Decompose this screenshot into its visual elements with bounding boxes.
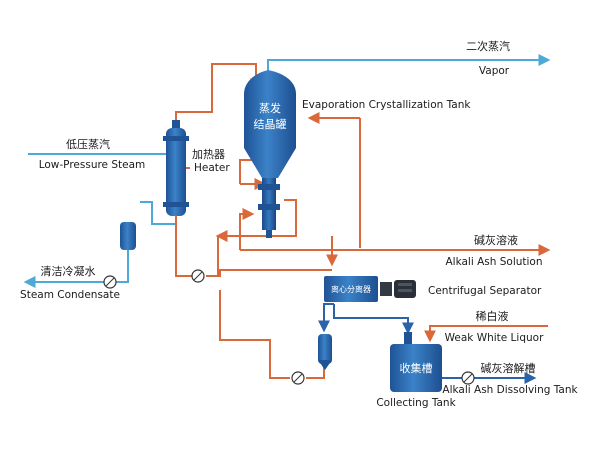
condensate-label-cn: 清洁冷凝水 — [41, 264, 96, 278]
dissolve-label-en: Alkali Ash Dissolving Tank — [442, 384, 578, 396]
tank-label-cn-1: 蒸发 — [259, 101, 281, 115]
collect-label-cn: 收集槽 — [400, 361, 433, 375]
evaporation-tank: 蒸发 结晶罐 — [244, 70, 296, 238]
condensate-label-en: Steam Condensate — [20, 289, 120, 301]
vapor-label-en: Vapor — [479, 65, 510, 77]
pump-dissolving — [461, 371, 475, 385]
dissolve-label-cn: 碱灰溶解槽 — [481, 361, 536, 375]
lp-steam-label-cn: 低压蒸汽 — [66, 137, 110, 151]
white-liquor-label-cn: 稀白液 — [476, 309, 509, 323]
steam-trap — [120, 222, 136, 250]
tank-label-cn-2: 结晶罐 — [254, 118, 287, 131]
heater-label-cn: 加热器 — [192, 148, 225, 161]
vapor-label-cn: 二次蒸汽 — [466, 39, 510, 53]
heater-label-en: Heater — [194, 162, 230, 174]
white-liquor-label-en: Weak White Liquor — [445, 332, 544, 344]
lp-steam-label-en: Low-Pressure Steam — [39, 159, 146, 171]
heater — [163, 120, 189, 216]
alkali-label-en: Alkali Ash Solution — [445, 256, 542, 268]
collecting-tank: 收集槽 — [390, 332, 442, 392]
liquor-pipes — [175, 63, 551, 379]
lower-separator — [318, 334, 332, 370]
centrifugal-separator: 离心分离器 — [324, 276, 416, 302]
collect-label-en: Collecting Tank — [376, 397, 456, 409]
tank-label-en: Evaporation Crystallization Tank — [302, 99, 471, 111]
pump-heater-loop — [191, 269, 205, 283]
pump-condensate — [103, 275, 117, 289]
pump-lower — [291, 371, 305, 385]
liquid-pipes — [318, 303, 537, 384]
centrifuge-label-cn: 离心分离器 — [331, 284, 371, 294]
alkali-label-cn: 碱灰溶液 — [474, 233, 518, 247]
centrifuge-label-en: Centrifugal Separator — [428, 285, 542, 297]
